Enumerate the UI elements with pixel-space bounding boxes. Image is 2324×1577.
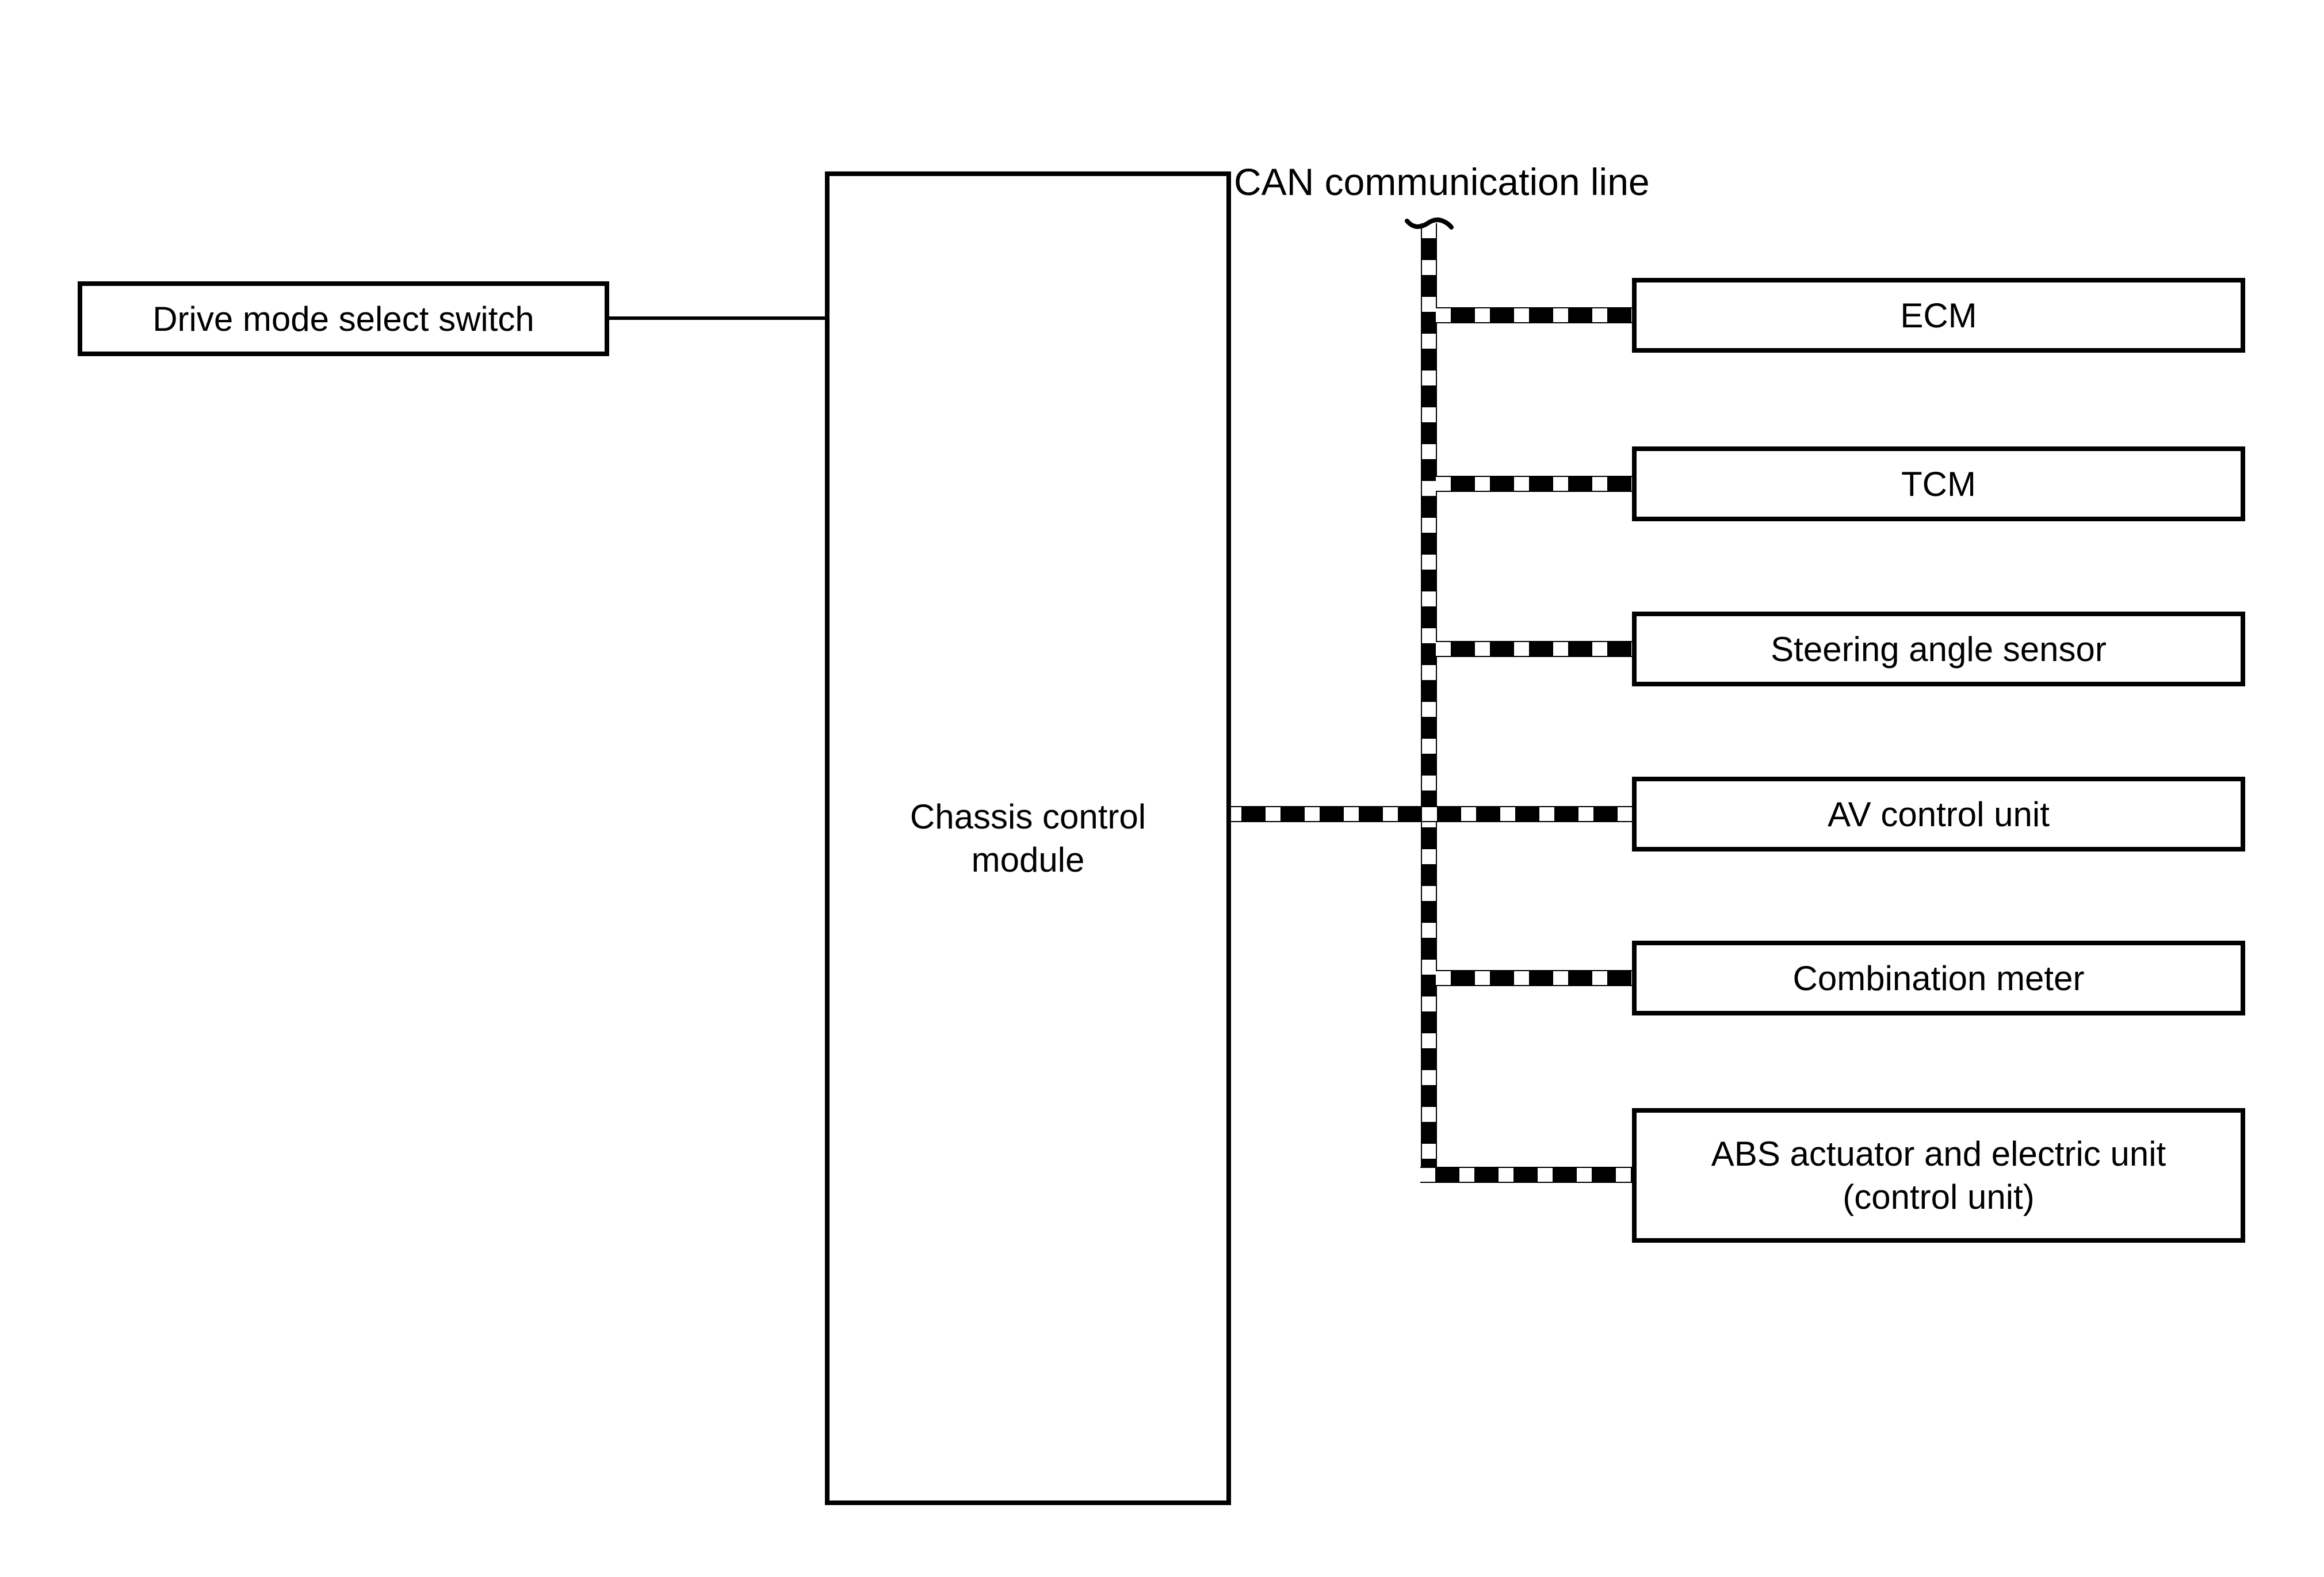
node-tcm: TCM: [1632, 446, 2245, 521]
node-label: AV control unit: [1828, 795, 2050, 834]
node-label: Chassis control module: [909, 797, 1146, 879]
node-label: Steering angle sensor: [1771, 629, 2107, 669]
node-combination-meter: Combination meter: [1632, 941, 2245, 1015]
node-label: TCM: [1901, 464, 1976, 503]
node-label: ABS actuator and electric unit (control …: [1711, 1135, 2166, 1216]
node-ecm: ECM: [1632, 278, 2245, 353]
can-branch-tcm: [1436, 476, 1637, 492]
node-label: Combination meter: [1792, 959, 2085, 998]
node-label: Drive mode select switch: [152, 299, 534, 338]
can-branch-abs: [1420, 1167, 1637, 1183]
can-branch-combination-meter: [1436, 970, 1637, 986]
can-communication-line-label: CAN communication line: [1234, 161, 1650, 203]
can-trunk-line: [1421, 223, 1437, 1183]
node-steering-angle-sensor: Steering angle sensor: [1632, 612, 2245, 686]
node-label: ECM: [1900, 296, 1977, 335]
node-av-control-unit: AV control unit: [1632, 777, 2245, 851]
can-main-line-chassis-to-av: [1226, 806, 1637, 822]
drive-switch-wire: [604, 316, 830, 320]
can-branch-steering-angle-sensor: [1436, 641, 1637, 657]
node-abs-actuator-and-electric-unit: ABS actuator and electric unit (control …: [1632, 1108, 2245, 1243]
can-bus-continuation-curl-icon: [1405, 217, 1454, 230]
can-branch-ecm: [1436, 307, 1637, 323]
node-drive-mode-select-switch: Drive mode select switch: [78, 281, 609, 356]
node-chassis-control-module: Chassis control module: [825, 171, 1231, 1505]
